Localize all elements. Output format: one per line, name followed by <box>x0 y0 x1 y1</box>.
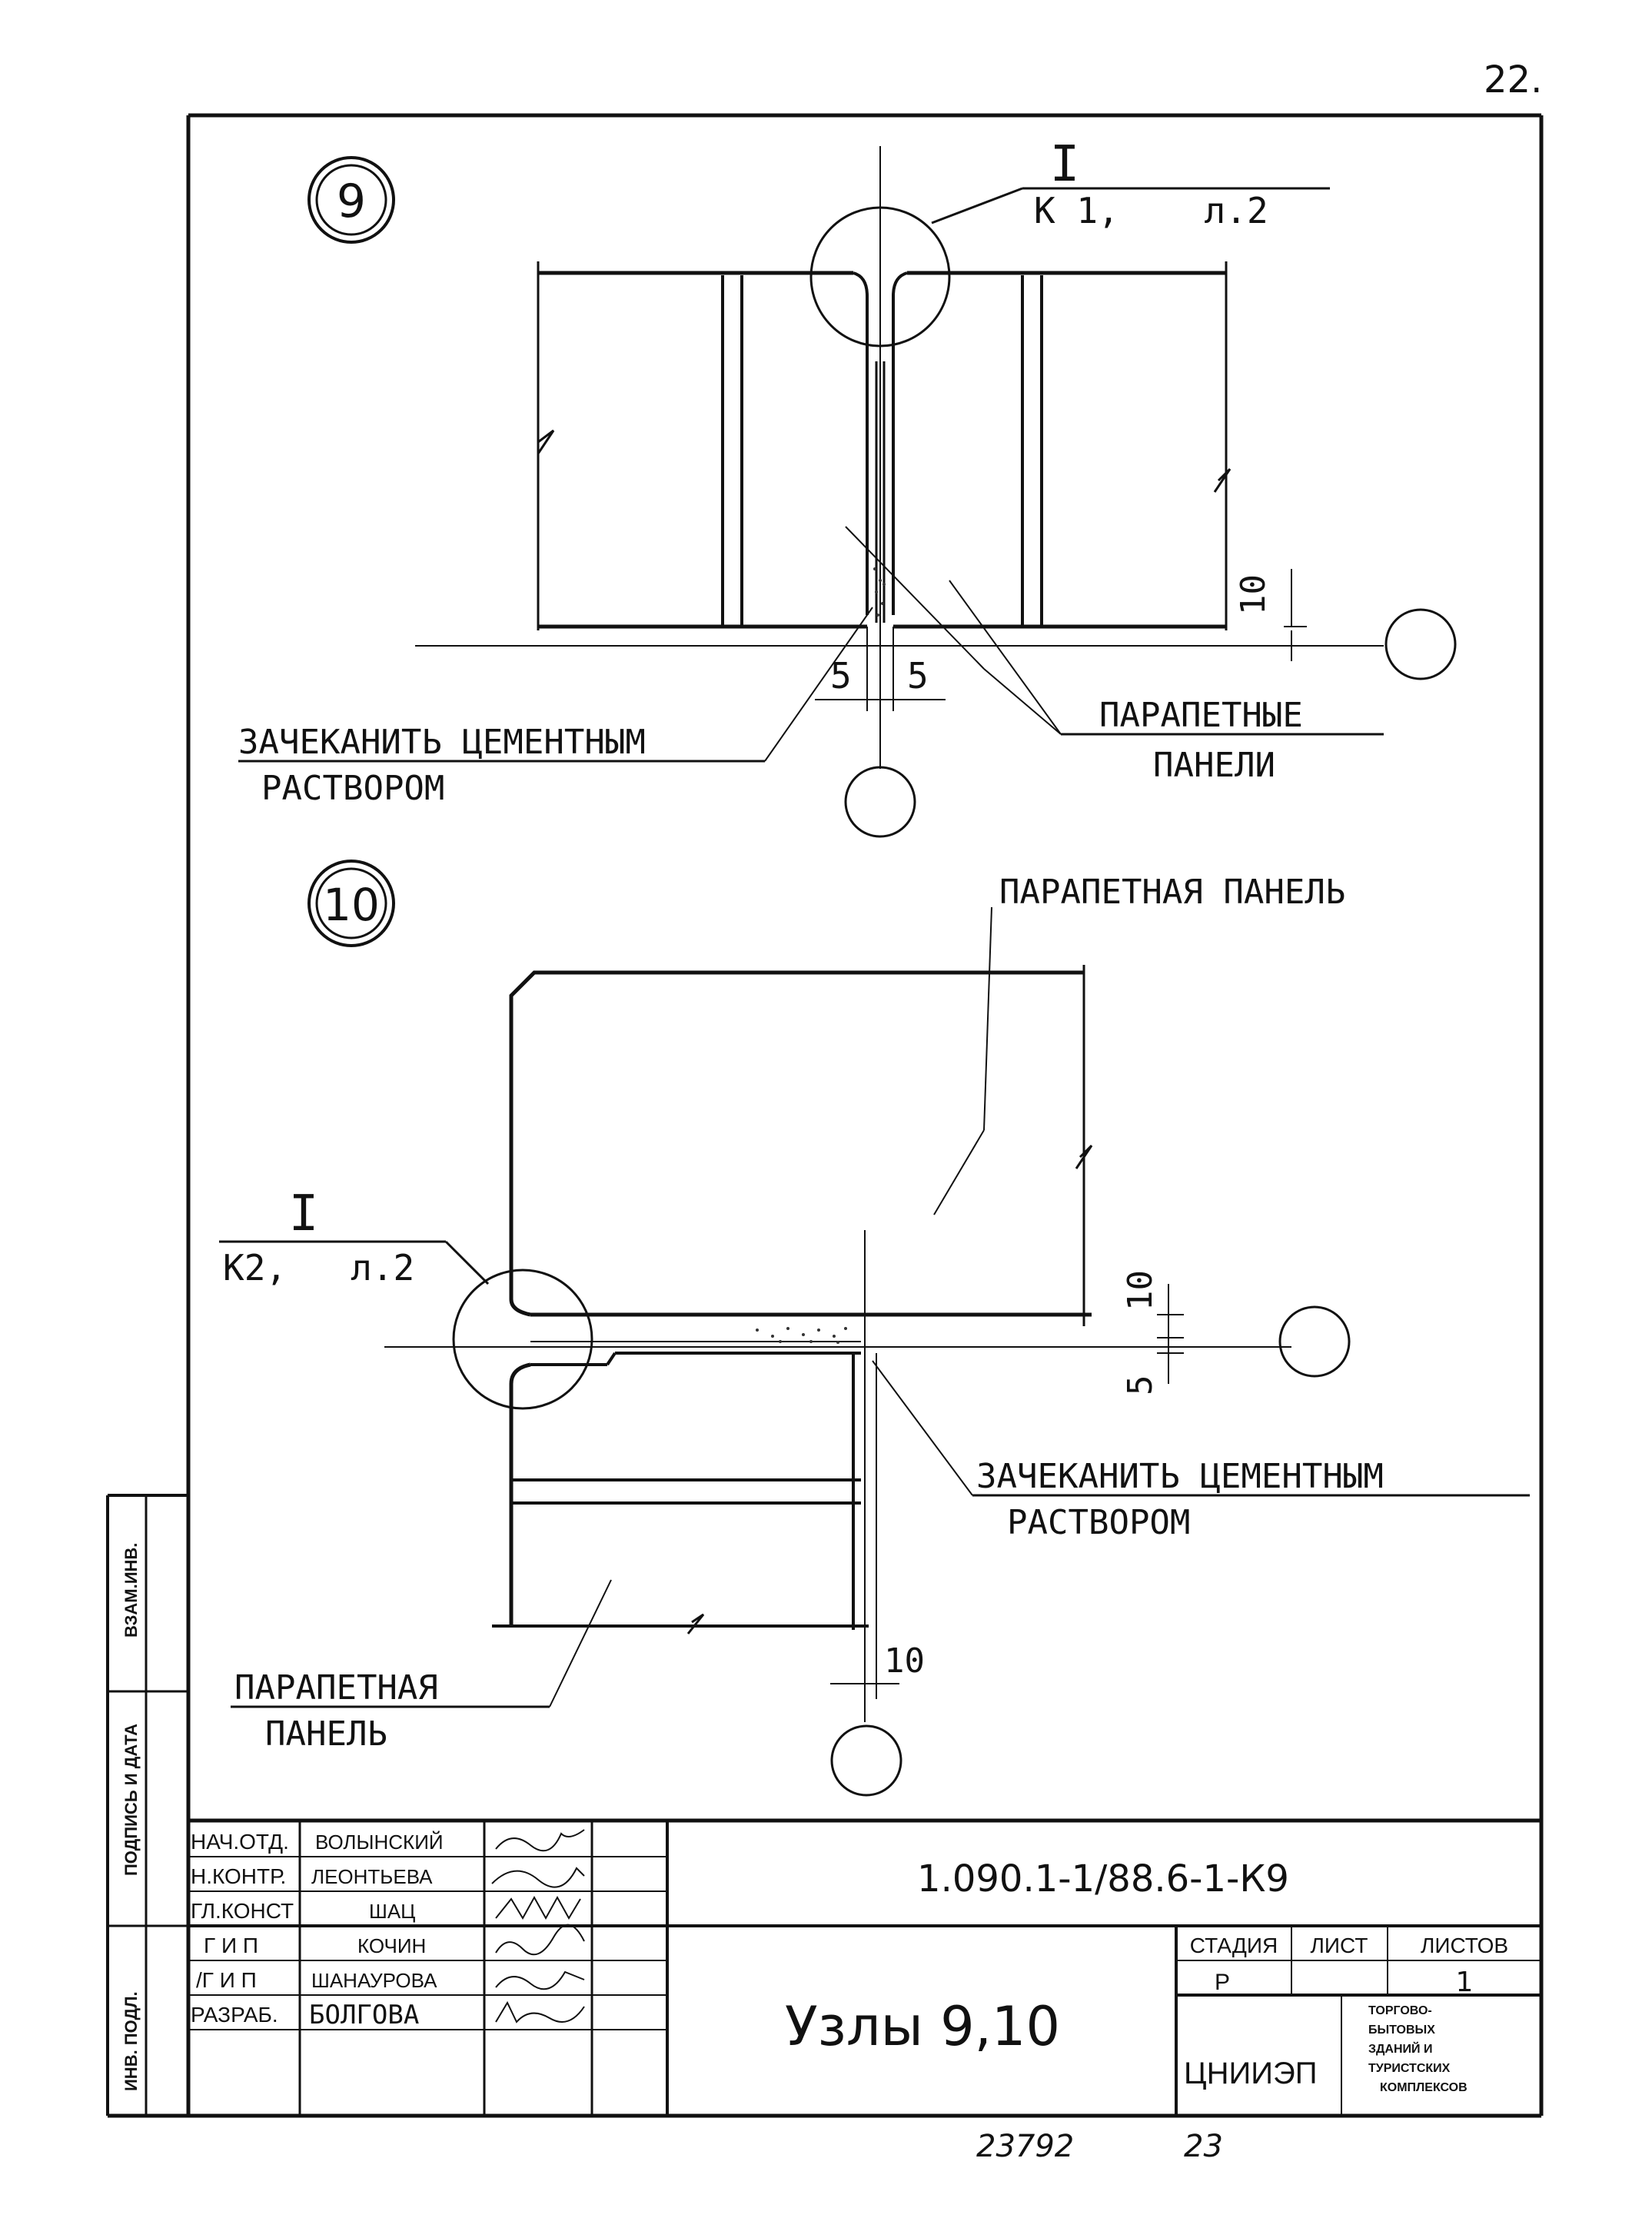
node-9-note-grout-line1: ЗАЧЕКАНИТЬ ЦЕМЕНТНЫМ <box>238 723 646 762</box>
role-nach-otd: НАЧ.ОТД. <box>191 1830 289 1854</box>
side-stamp-inv: ИНВ. ПОДЛ. <box>121 1991 141 2091</box>
signatures <box>491 1829 585 2023</box>
node-10-number: 10 <box>323 879 380 931</box>
org-desc-1: ТОРГОВО- <box>1368 2004 1432 2017</box>
org-desc-4: ТУРИСТСКИХ <box>1368 2062 1451 2075</box>
node-9-section-label: I <box>1050 136 1080 193</box>
stage-value: Р <box>1215 1970 1230 1995</box>
name-bolgova: БОЛГОВА <box>309 2000 419 2030</box>
sheet-header: ЛИСТ <box>1311 1934 1368 1957</box>
node-10-section-ref: К2, л.2 <box>223 1247 414 1289</box>
role-gip-2: /Г И П <box>196 1968 257 1992</box>
org-name: ЦНИИЭП <box>1184 2057 1317 2090</box>
node-9-drawing <box>238 146 1457 838</box>
name-volynsky: ВОЛЫНСКИЙ <box>315 1831 444 1854</box>
sheet-title: Узлы 9,10 <box>785 1995 1060 2058</box>
node-9-note-panels-line1: ПАРАПЕТНЫЕ <box>1099 696 1303 735</box>
node-9-note-grout-line2: РАСТВОРОМ <box>261 769 444 808</box>
node-10-panel-bottom-line2: ПАНЕЛЬ <box>265 1714 387 1754</box>
node-9-dim-10: 10 <box>1234 574 1273 615</box>
node-10-note-grout-line1: ЗАЧЕКАНИТЬ ЦЕМЕНТНЫМ <box>976 1457 1384 1496</box>
name-shanaurova: ШАНАУРОВА <box>311 1969 437 1992</box>
node-10-dim-10: 10 <box>1121 1270 1160 1311</box>
name-leontieva: ЛЕОНТЬЕВА <box>311 1865 433 1888</box>
node-9-number: 9 <box>337 175 366 228</box>
node-9-note-panels-line2: ПАНЕЛИ <box>1153 746 1275 785</box>
footer-doc-number: 23792 <box>976 2129 1074 2164</box>
side-stamp <box>106 1494 188 2116</box>
grout-fill-node-10 <box>756 1327 847 1344</box>
drawing-designation: 1.090.1-1/88.6-1-К9 <box>917 1857 1289 1900</box>
name-shats: ШАЦ <box>369 1900 415 1923</box>
stage-header: СТАДИЯ <box>1190 1934 1278 1957</box>
footer-page: 23 <box>1184 2129 1223 2164</box>
drawing-frame <box>108 113 1544 2118</box>
sheets-header: ЛИСТОВ <box>1421 1934 1508 1957</box>
node-10-dim-5: 5 <box>1121 1375 1160 1396</box>
role-gip-1: Г И П <box>204 1934 258 1957</box>
org-desc-3: ЗДАНИЙ И <box>1368 2041 1432 2056</box>
node-10-note-grout-line2: РАСТВОРОМ <box>1007 1503 1190 1542</box>
side-stamp-podpis: ПОДПИСЬ И ДАТА <box>121 1724 141 1876</box>
node-9-dim-5-left: 5 <box>830 655 852 697</box>
role-razrab: РАЗРАБ. <box>191 2003 278 2027</box>
role-n-kontr: Н.КОНТР. <box>191 1864 286 1888</box>
node-10-drawing <box>219 860 1530 1797</box>
node-10-panel-top-label: ПАРАПЕТНАЯ ПАНЕЛЬ <box>999 873 1345 912</box>
org-desc-2: БЫТОВЫХ <box>1368 2023 1435 2037</box>
title-block <box>188 1818 1541 2116</box>
page-number: 22. <box>1484 58 1542 101</box>
node-9-dim-5-right: 5 <box>907 655 929 697</box>
side-stamp-vzam: ВЗАМ.ИНВ. <box>121 1543 141 1638</box>
org-desc-5: КОМПЛЕКСОВ <box>1380 2081 1468 2094</box>
sheets-total: 1 <box>1456 1967 1474 1998</box>
node-10-panel-bottom-line1: ПАРАПЕТНАЯ <box>234 1668 438 1708</box>
name-kochin: КОЧИН <box>357 1934 426 1957</box>
node-9-section-ref: К 1, л.2 <box>1034 190 1268 231</box>
node-10-section-label: I <box>289 1185 319 1242</box>
node-10-dim-bottom-10: 10 <box>884 1641 925 1681</box>
role-gl-konst: ГЛ.КОНСТ <box>191 1899 294 1923</box>
grout-fill-node-9 <box>873 567 886 617</box>
